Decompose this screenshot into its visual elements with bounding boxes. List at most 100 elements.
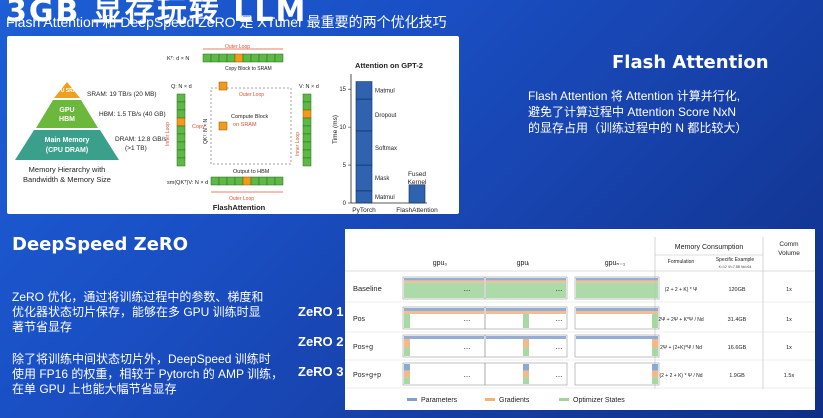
ellipsis: ... xyxy=(556,342,563,351)
flash-desc-line: 的显存占用（训练过程中的 N 都比较大） xyxy=(528,121,748,135)
ellipsis: ... xyxy=(556,370,563,379)
state-fill xyxy=(404,311,484,314)
compute-block-1: Compute Block xyxy=(231,114,269,120)
state-slice xyxy=(404,347,410,356)
q-label: Q: N × d xyxy=(171,84,192,90)
row-formula: 2Ψ + (2+K)*Ψ / Nd xyxy=(660,345,702,351)
state-fill xyxy=(486,282,566,298)
ellipsis: ... xyxy=(464,342,471,351)
bar-segment xyxy=(408,184,426,204)
ellipsis: ... xyxy=(464,284,471,293)
state-fill xyxy=(404,280,484,283)
segment-label: Matmul xyxy=(375,88,395,94)
zero-description-1: ZeRO 优化，通过将训练过程中的参数、梯度和 优化器状态切片保存，能够在多 G… xyxy=(12,290,282,335)
pyramid-caption1: Memory Hierarchy with xyxy=(29,165,106,174)
state-fill xyxy=(576,280,658,283)
flashattention-caption: FlashAttention xyxy=(213,203,266,212)
row-name: Baseline xyxy=(353,284,382,293)
flash-description: Flash Attention 将 Attention 计算并行化, 避免了计算… xyxy=(528,88,778,136)
flash-attention-svg: GPU SRAM GPU HBM Main Memory (CPU DRAM) … xyxy=(15,44,438,214)
hbm-value: HBM: 1.5 TB/s (40 GB) xyxy=(99,111,166,118)
zero-desc2-line: 除了将训练中间状态切片外，DeepSpeed 训练时 xyxy=(12,352,271,366)
legend-gradients-swatch xyxy=(485,398,495,401)
row-example: 120GB xyxy=(728,287,745,293)
compute-box xyxy=(210,87,292,165)
bar-segment xyxy=(355,130,373,166)
dram-value2: (>1 TB) xyxy=(125,145,147,152)
header-formulation: Formulation xyxy=(668,259,695,265)
state-slice xyxy=(523,314,529,328)
pyramid-bot-tag2: (CPU DRAM) xyxy=(46,147,88,154)
zero-table-svg: Memory Consumption Formulation Specific … xyxy=(345,237,815,404)
row-comm: 1x xyxy=(786,345,792,351)
kt-cells xyxy=(202,53,284,63)
state-fill xyxy=(486,336,566,339)
state-fill xyxy=(576,336,658,339)
zero-desc1-line: 优化器状态切片保存，能够在多 GPU 训练时显 xyxy=(12,305,261,319)
state-slice xyxy=(404,339,410,348)
gpu-cell xyxy=(484,334,568,358)
memory-pyramid: GPU SRAM GPU HBM Main Memory (CPU DRAM) … xyxy=(15,82,167,184)
state-fill xyxy=(404,278,484,281)
cut-title: 3GB 显存玩转 LLM xyxy=(6,0,308,29)
output-hbm: Output to HBM xyxy=(233,169,270,175)
gpu-cell xyxy=(574,362,660,386)
legend-parameters: Parameters xyxy=(421,397,458,404)
y-tick-label: 10 xyxy=(339,125,346,131)
state-slice xyxy=(523,377,529,384)
fused-label2: Kernel xyxy=(408,179,427,186)
pyramid-mid-tag1: GPU xyxy=(59,107,74,114)
flash-heading: Flash Attention xyxy=(612,52,769,73)
state-fill xyxy=(404,282,484,298)
header-comm2: Volume xyxy=(778,250,800,257)
sram-value: SRAM: 19 TB/s (20 MB) xyxy=(87,91,157,98)
gpu-cell xyxy=(402,362,486,386)
row-comm: 1x xyxy=(786,317,792,323)
out-label: sm(QKᵀ)V: N × d xyxy=(167,179,208,186)
gpu-cell xyxy=(484,276,568,300)
pyramid-dram xyxy=(15,130,119,160)
v-cells xyxy=(302,93,312,167)
state-slice xyxy=(523,364,529,371)
zero3-label: ZeRO 3 xyxy=(298,364,344,379)
segment-label: Dropout xyxy=(375,113,397,119)
dram-value1: DRAM: 12.8 GB/s xyxy=(115,136,167,143)
row-example: 1.9GB xyxy=(729,373,745,379)
zero-desc1-line: 著节省显存 xyxy=(12,320,73,334)
row-comm: 1.5x xyxy=(784,373,795,379)
ellipsis: ... xyxy=(464,370,471,379)
gpu-cell xyxy=(484,362,568,386)
row-name: Pos+g xyxy=(353,344,373,351)
flash-diagram: Kᵀ: d × N Outer Loop Copy Block to SRAM … xyxy=(165,44,319,212)
state-slice xyxy=(652,314,658,328)
zero2-label: ZeRO 2 xyxy=(298,334,344,349)
legend-gradients: Gradients xyxy=(499,397,530,404)
y-axis-label: Time (ms) xyxy=(332,115,339,144)
pyramid-hbm xyxy=(36,100,98,128)
state-fill xyxy=(576,311,658,314)
pyramid-bot-tag1: Main Memory xyxy=(45,137,90,144)
state-fill xyxy=(576,308,658,311)
gpun-header: gpuₙ₋₁ xyxy=(605,260,626,267)
row-comm: 1x xyxy=(786,287,792,293)
outer-loop-top: Outer Loop xyxy=(225,44,250,50)
qk-label: QKᵀ: N × N xyxy=(203,119,209,144)
compute-block-2: on SRAM xyxy=(233,122,257,128)
subtitle: Flash Attention 和 DeepSpeed ZeRO 是 XTune… xyxy=(6,14,447,30)
row-formula: (2 + 2 + K) * Ψ xyxy=(665,287,698,293)
copy-block-label: Copy Block to SRAM xyxy=(225,66,272,72)
zero-heading: DeepSpeed ZeRO xyxy=(12,234,189,255)
state-fill xyxy=(404,336,484,339)
kt-label: Kᵀ: d × N xyxy=(167,55,189,62)
zero1-label: ZeRO 1 xyxy=(298,304,344,319)
bar-segment xyxy=(355,190,373,204)
flash-desc-line: 避免了计算过程中 Attention Score NxN xyxy=(528,105,737,119)
flash-attention-figure: GPU SRAM GPU HBM Main Memory (CPU DRAM) … xyxy=(7,36,459,214)
bars xyxy=(355,81,426,204)
state-slice xyxy=(652,377,658,384)
ellipsis: ... xyxy=(464,314,471,323)
state-slice xyxy=(404,377,410,384)
